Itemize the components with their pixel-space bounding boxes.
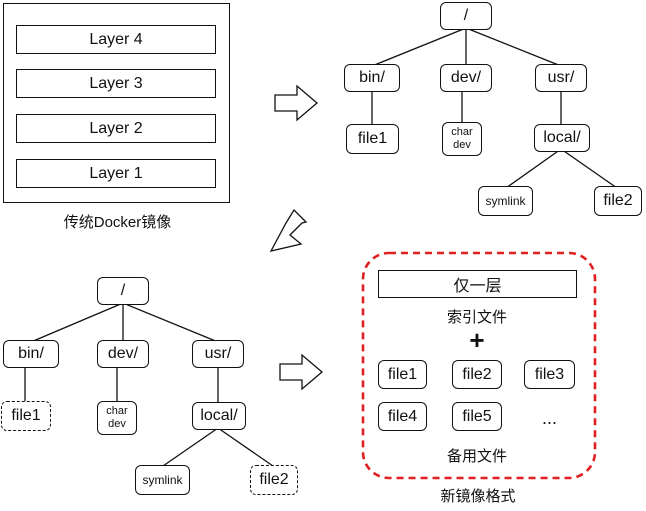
top-local-node: local/: [534, 124, 590, 152]
file-block-1: file1: [378, 360, 427, 389]
bottom-dev-node: dev/: [97, 340, 149, 368]
traditional-image-frame: [3, 3, 230, 203]
backup-file-label: 备用文件: [446, 448, 507, 465]
bottom-symlink-node: symlink: [135, 465, 190, 495]
plus-sign: +: [469, 325, 485, 355]
layer-3: Layer 3: [16, 69, 216, 98]
top-char-label: char: [451, 126, 473, 139]
top-bin-node: bin/: [344, 64, 400, 92]
layer-4: Layer 4: [16, 25, 216, 54]
top-root-node: /: [440, 2, 492, 30]
file-block-2: file2: [452, 360, 502, 389]
more-files-ellipsis: ...: [541, 408, 557, 428]
file-block-4: file4: [378, 402, 427, 431]
bottom-local-node: local/: [192, 402, 246, 430]
traditional-image-caption: 传统Docker镜像: [63, 214, 172, 231]
new-format-border: [361, 251, 597, 480]
bottom-char-dev-node: char dev: [97, 401, 137, 435]
bottom-root-node: /: [97, 277, 149, 305]
top-dev-label: dev: [453, 139, 471, 151]
bottom-bin-node: bin/: [3, 340, 59, 368]
bottom-file2-node: file2: [250, 465, 298, 495]
top-file1-node: file1: [346, 124, 399, 154]
single-layer-box: 仅一层: [378, 270, 577, 298]
bottom-usr-node: usr/: [192, 340, 244, 368]
file-block-3: file3: [524, 360, 575, 389]
bottom-char-label: char: [106, 405, 128, 418]
top-symlink-node: symlink: [478, 186, 533, 216]
top-dev-node: dev/: [440, 64, 492, 92]
bottom-file1-node: file1: [1, 401, 51, 431]
top-file2-node: file2: [594, 186, 642, 216]
new-format-caption: 新镜像格式: [440, 488, 516, 505]
layer-1: Layer 1: [16, 159, 216, 188]
layer-2: Layer 2: [16, 114, 216, 143]
bottom-dev-label: dev: [108, 418, 126, 430]
index-file-label: 索引文件: [446, 309, 507, 326]
top-usr-node: usr/: [535, 64, 587, 92]
file-block-5: file5: [452, 402, 502, 431]
top-char-dev-node: char dev: [442, 122, 482, 156]
